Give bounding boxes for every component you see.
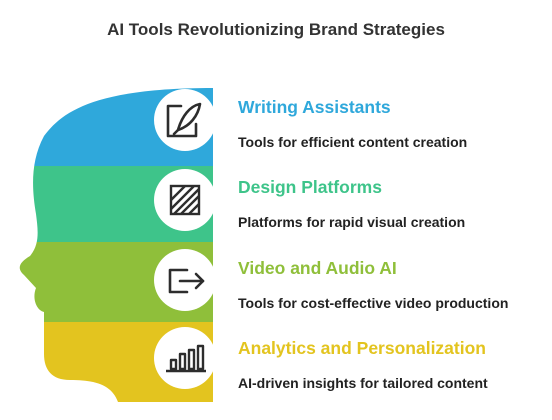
item-description: AI-driven insights for tailored content bbox=[238, 375, 488, 391]
hatched-square-icon bbox=[169, 184, 201, 216]
item-title: Analytics and Personalization bbox=[238, 338, 486, 358]
bar-chart-icon bbox=[166, 344, 206, 373]
item-analytics-personalization: Analytics and Personalization AI-driven … bbox=[238, 338, 488, 391]
item-title: Writing Assistants bbox=[238, 97, 391, 117]
item-description: Platforms for rapid visual creation bbox=[238, 214, 466, 230]
item-video-audio-ai: Video and Audio AI Tools for cost-effect… bbox=[238, 258, 508, 311]
item-description: Tools for efficient content creation bbox=[238, 134, 468, 150]
export-arrow-icon bbox=[168, 268, 205, 294]
item-title: Design Platforms bbox=[238, 177, 382, 197]
item-description: Tools for cost-effective video productio… bbox=[238, 295, 509, 311]
pen-writing-icon bbox=[166, 102, 202, 138]
item-title: Video and Audio AI bbox=[238, 258, 397, 278]
page-title: AI Tools Revolutionizing Brand Strategie… bbox=[107, 20, 445, 39]
item-writing-assistants: Writing Assistants Tools for efficient c… bbox=[238, 97, 467, 150]
item-design-platforms: Design Platforms Platforms for rapid vis… bbox=[238, 177, 465, 230]
